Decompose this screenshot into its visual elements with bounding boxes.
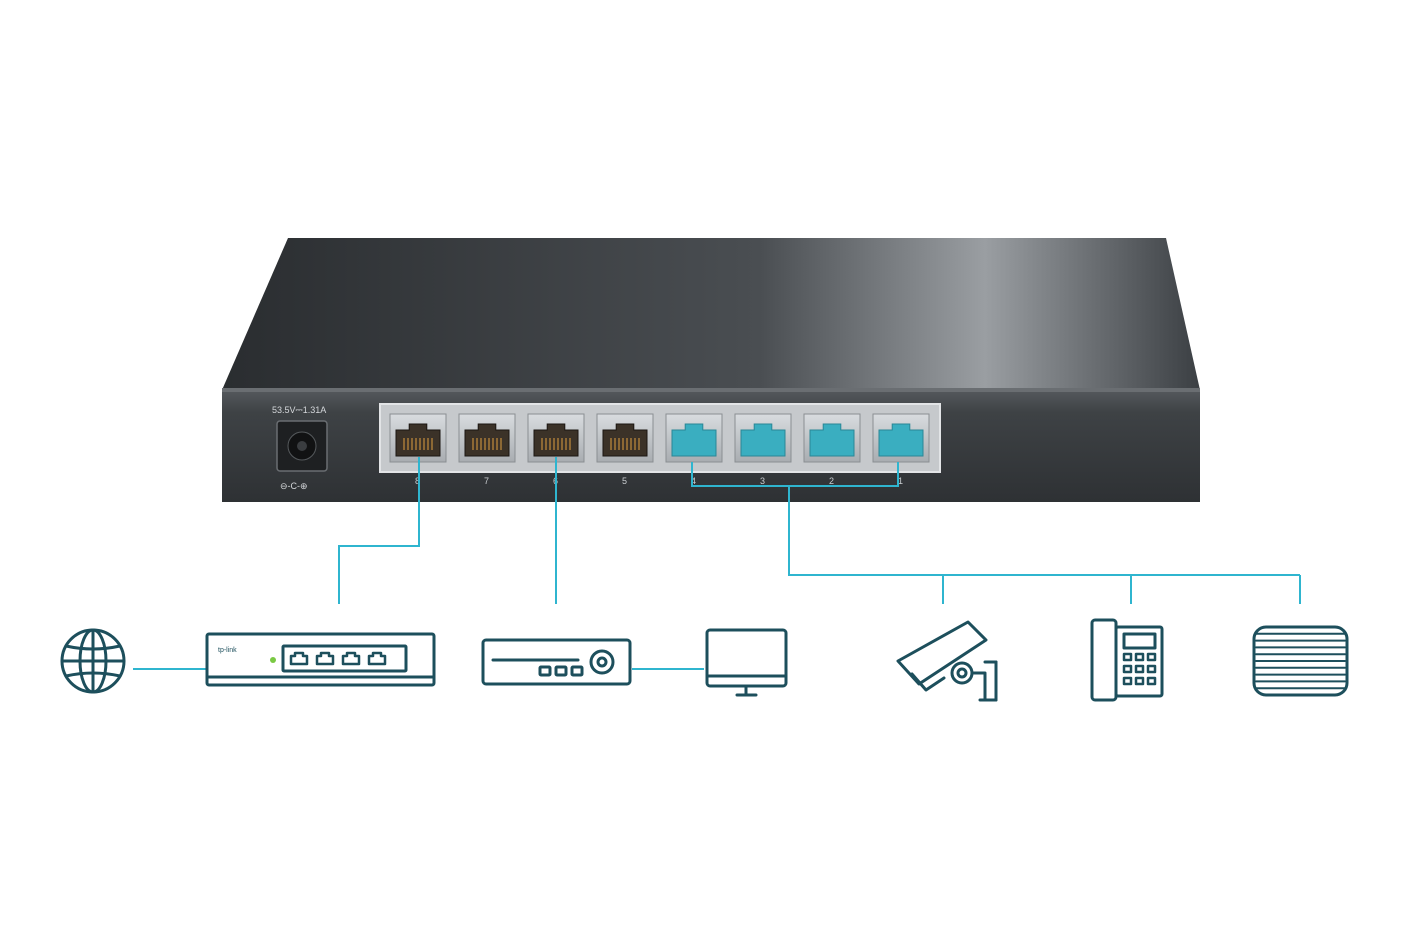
port-number-label: 8 [415,476,420,486]
switch-top-panel [222,238,1200,390]
port-number-label: 1 [898,476,903,486]
port-number-label: 5 [622,476,627,486]
line-poe-trunk [788,486,1300,576]
line-poe-bracket [691,462,899,487]
port-number-label: 3 [760,476,765,486]
polarity-symbol: ⊖-C-⊕ [280,481,308,491]
ethernet-port-3[interactable] [734,413,792,463]
ethernet-port-1[interactable] [872,413,930,463]
nvr-icon [481,638,632,686]
monitor-icon [705,628,788,697]
ethernet-port-4[interactable] [665,413,723,463]
ethernet-port-8[interactable] [389,413,447,463]
ip-phone-icon [1090,618,1164,702]
status-led [270,657,276,663]
globe-icon [60,628,126,694]
ethernet-port-7[interactable] [458,413,516,463]
ethernet-port-2[interactable] [803,413,861,463]
power-rating-label: 53.5V⎓1.31A [272,405,326,415]
ethernet-port-5[interactable] [596,413,654,463]
router-brand-label: tp-link [218,647,237,654]
router-icon: tp-link [205,632,436,687]
port-number-label: 7 [484,476,489,486]
connection-lines [133,457,1301,670]
port-number-label: 2 [829,476,834,486]
line-port8-router [338,457,420,604]
access-point-icon [1252,625,1349,697]
ethernet-port-6[interactable] [527,413,585,463]
camera-icon [896,620,998,702]
port-number-label: 4 [691,476,696,486]
